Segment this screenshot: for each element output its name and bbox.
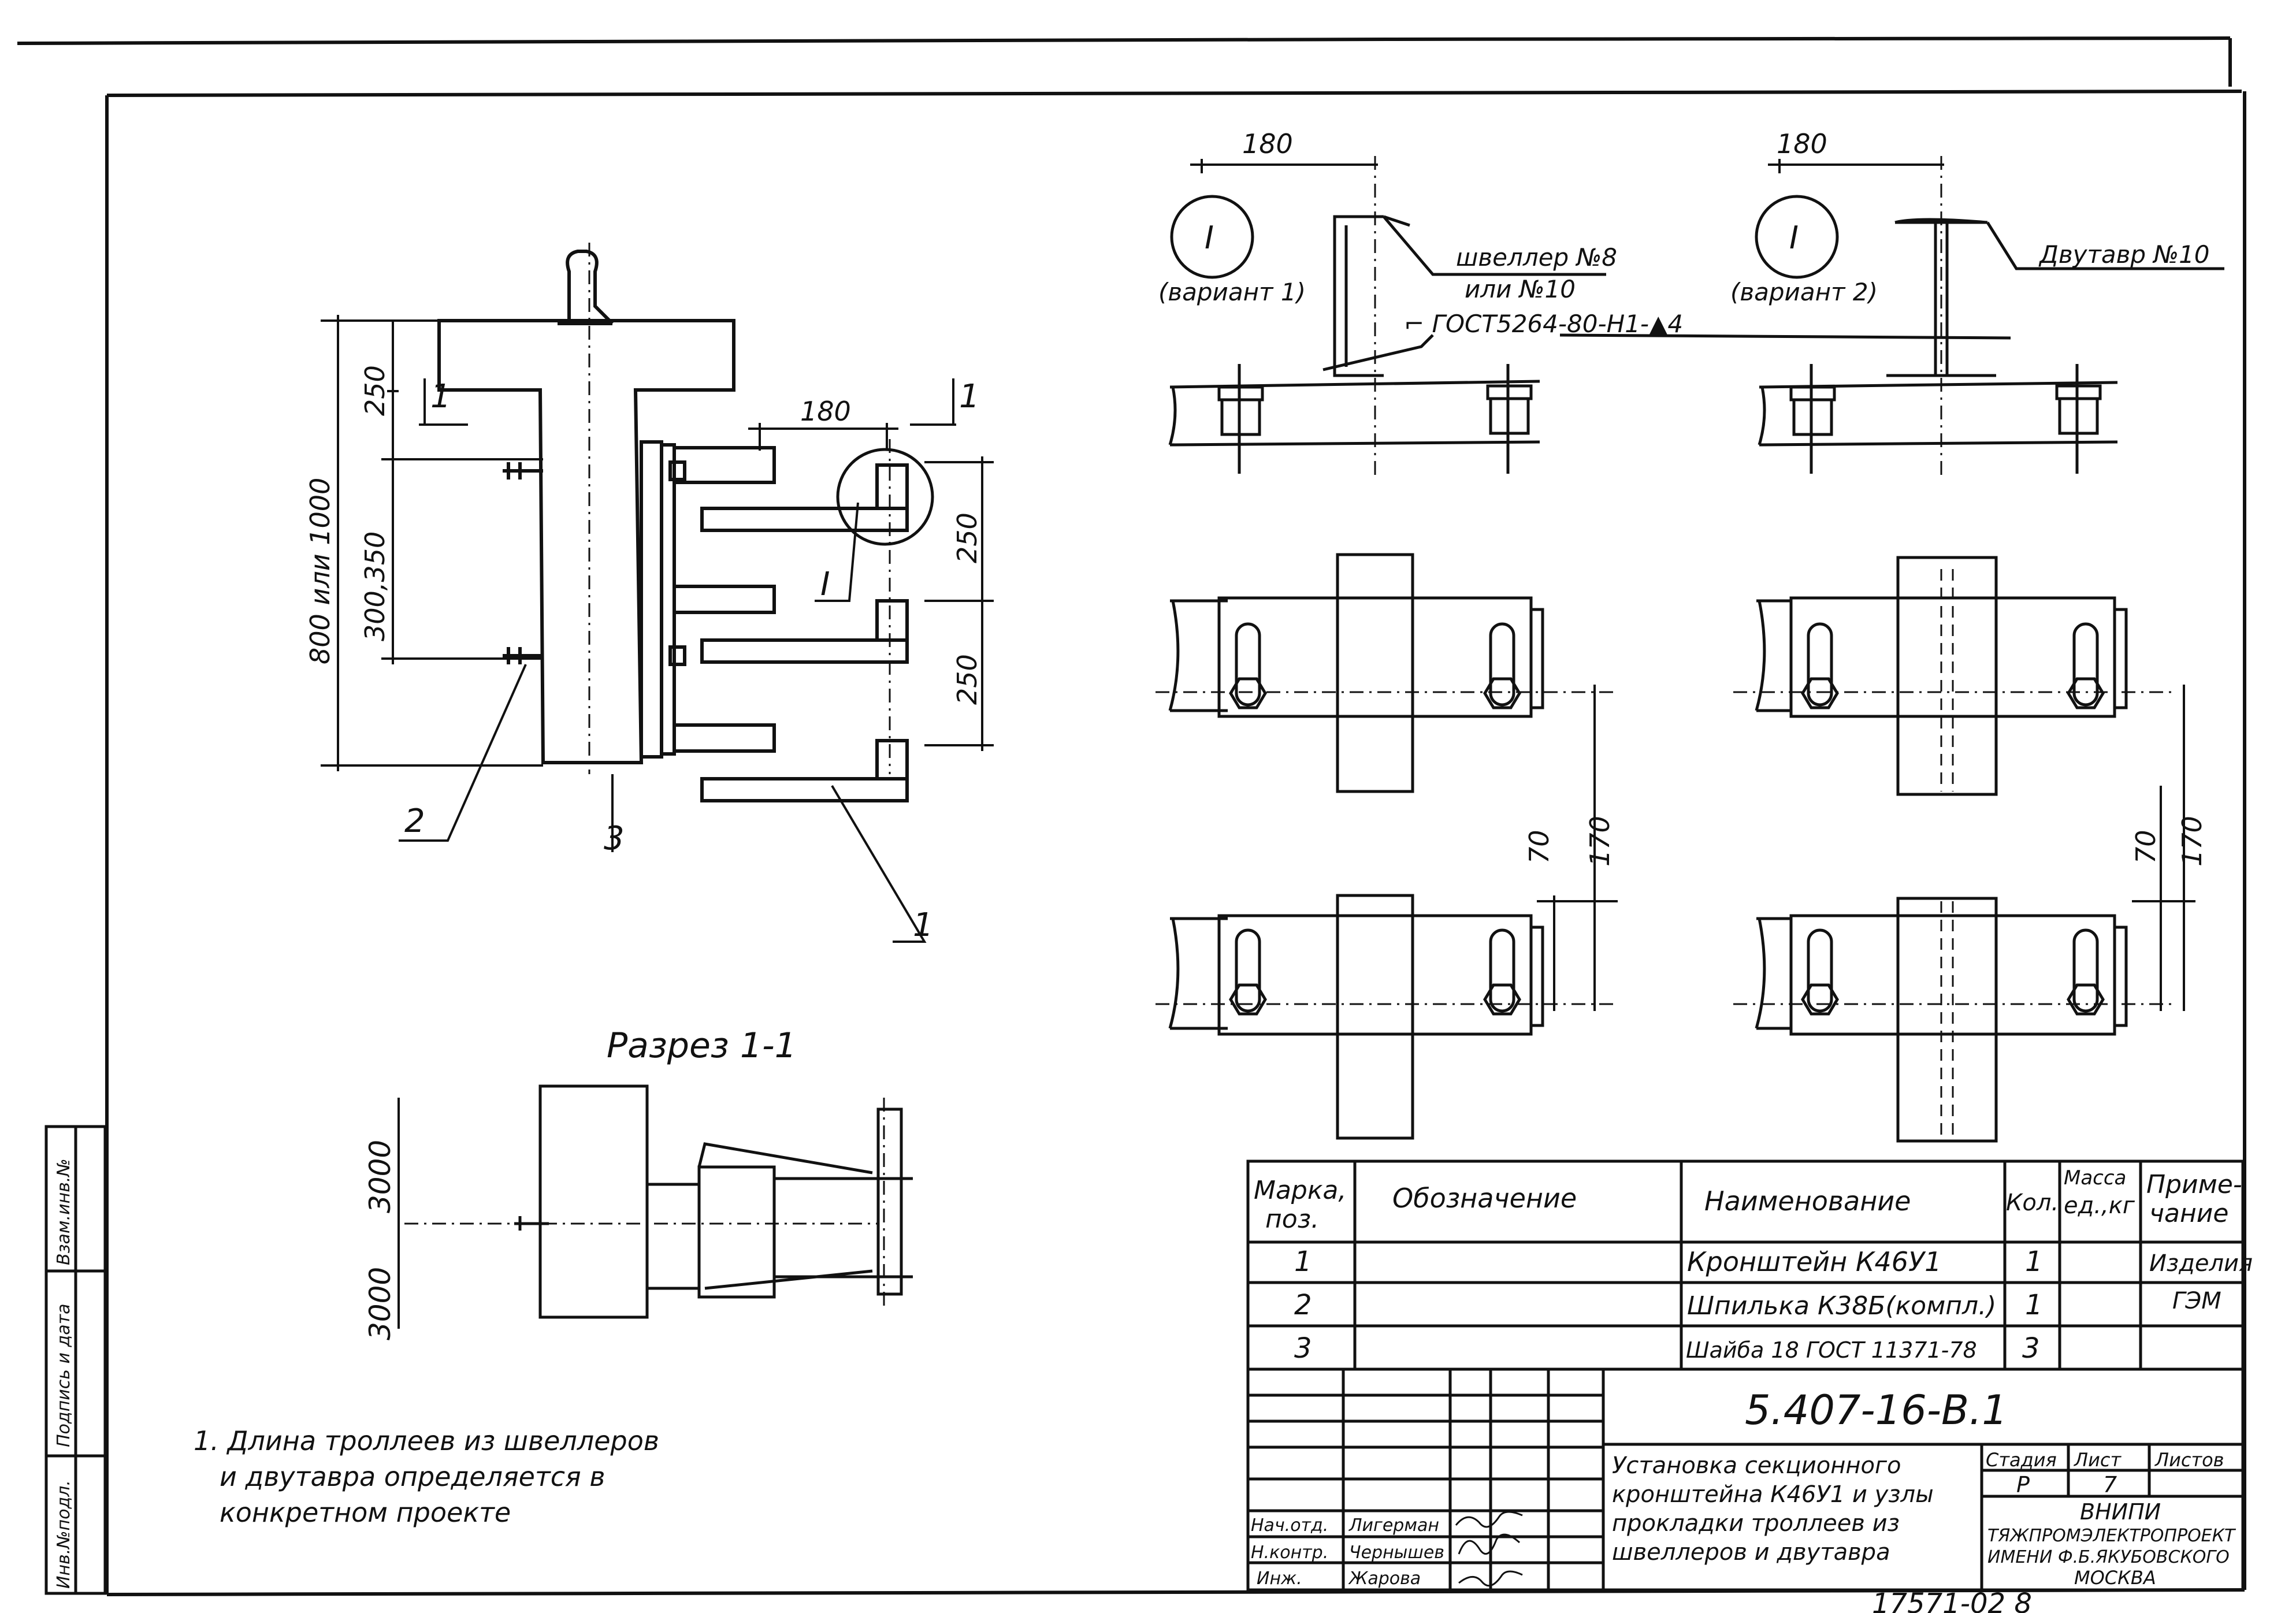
elevation-view: 1 1 250 300,350 800 или 1000 180 250 250… (304, 243, 994, 944)
staff-2-name: Чернышев (1349, 1543, 1444, 1563)
row-1-name: Кронштейн К46У1 (1687, 1246, 1941, 1277)
hdr-mark-1: Марка, (1254, 1176, 1346, 1205)
staff-3-name: Жарова (1348, 1569, 1421, 1589)
note-line-1: 1. Длина троллеев из швеллеров (194, 1425, 659, 1456)
detail-v2-mark: I (1789, 220, 1799, 256)
row-3-name: Шайба 18 ГОСТ 11371-78 (1686, 1337, 1977, 1363)
title-line-4: швеллеров и двутавра (1612, 1539, 1890, 1566)
detail-v1-dim-180: 180 (1242, 128, 1293, 159)
footer-number: 17571-02 8 (1872, 1588, 2032, 1613)
side-strip-sign-date: Подпись и дата (54, 1304, 74, 1448)
title-block: 5.407-16-В.1 Установка секционного кронш… (1246, 1367, 2245, 1592)
detail-v2-dim-180: 180 (1777, 128, 1827, 159)
position-2: 2 (404, 802, 425, 840)
dim-300-350: 300,350 (359, 532, 391, 641)
stage-label: Стадия (1986, 1449, 2057, 1471)
dim-250-upper: 250 (952, 512, 983, 563)
detail-v1-label-1: швеллер №8 (1456, 243, 1617, 272)
hdr-name: Наименование (1704, 1185, 1911, 1217)
staff-1-name: Лигерман (1348, 1515, 1439, 1536)
detail-callout-I: I (820, 566, 830, 603)
stage-value: Р (2016, 1472, 2030, 1497)
row-1-pos: 1 (1294, 1246, 1312, 1278)
staff-2-role: Н.контр. (1251, 1543, 1328, 1563)
section-mark-right: 1 (959, 378, 980, 415)
detail-v1-variant: (вариант 1) (1158, 278, 1306, 306)
side-strip-inv-repl: Взам.инв.№ (54, 1158, 74, 1265)
spec-table: Марка, поз. Обозначение Наименование Кол… (1246, 1159, 2253, 1371)
note-line-3: конкретном проекте (220, 1497, 511, 1528)
title-line-2: кронштейна К46У1 и узлы (1612, 1481, 1934, 1508)
general-note: 1. Длина троллеев из швеллеров и двутавр… (194, 1425, 659, 1528)
section-mark-left: 1 (430, 378, 451, 415)
side-strip: Взам.инв.№ Подпись и дата Инв.№подл. (44, 1125, 107, 1595)
plan-left-dim-70: 70 (1524, 830, 1555, 864)
position-1: 1 (913, 906, 934, 944)
detail-v1-mark: I (1205, 220, 1214, 256)
plan-left-dim-170: 170 (1584, 816, 1615, 867)
plan-right-dim-170: 170 (2176, 816, 2208, 867)
dim-180-arm: 180 (800, 396, 851, 427)
dim-800-or-1000: 800 или 1000 (304, 478, 336, 664)
detail-v1-label-3: ⌐ ГОСТ5264-80-Н1-▲4 (1404, 310, 1683, 338)
hdr-mass-1: Масса (2064, 1166, 2126, 1190)
hdr-designation: Обозначение (1392, 1183, 1577, 1214)
plan-right-dim-70: 70 (2130, 830, 2161, 864)
org-line-2: ТЯЖПРОМЭЛЕКТРОПРОЕКТ (1987, 1526, 2236, 1546)
dim-250-lower: 250 (952, 654, 983, 705)
detail-variant-2: 180 I (вариант 2) Двутавр №10 (1559, 128, 2224, 480)
title-line-1: Установка секционного (1612, 1452, 1901, 1479)
section-title: Разрез 1-1 (607, 1025, 797, 1066)
section-dim-3000-bottom: 3000 (363, 1267, 397, 1340)
row-2-pos: 2 (1294, 1289, 1312, 1321)
dim-250-head: 250 (359, 365, 391, 416)
section-1-1: Разрез 1-1 3000 3000 (363, 1025, 913, 1340)
position-3: 3 (604, 820, 625, 857)
title-line-3: прокладки троллеев из (1612, 1510, 1900, 1537)
detail-variant-1: 180 I (вариант 1) швеллер №8 или №10 ⌐ Г… (1158, 128, 1683, 480)
row-3-qty: 3 (2022, 1332, 2040, 1365)
hdr-qty: Кол. (2006, 1190, 2059, 1216)
note-line-2: и двутавра определяется в (220, 1461, 605, 1492)
org-line-3: ИМЕНИ Ф.Б.ЯКУБОВСКОГО (1987, 1547, 2230, 1567)
staff-1-role: Нач.отд. (1251, 1515, 1328, 1536)
detail-v2-variant: (вариант 2) (1730, 278, 1878, 306)
sheets-label: Листов (2154, 1449, 2224, 1471)
note-group-2: ГЭМ (2172, 1288, 2221, 1314)
section-dim-3000-top: 3000 (363, 1140, 397, 1213)
drawing-code: 5.407-16-В.1 (1745, 1387, 2008, 1434)
detail-v1-label-2: или №10 (1465, 275, 1576, 303)
org-line-4: МОСКВА (2074, 1567, 2156, 1589)
plan-views: 70 170 70 170 (1156, 553, 2208, 1143)
note-group-1: Изделия (2149, 1250, 2253, 1277)
staff-3-role: Инж. (1257, 1569, 1302, 1589)
hdr-note-1: Приме- (2146, 1170, 2242, 1199)
row-3-pos: 3 (1294, 1332, 1312, 1365)
signatures (1455, 1511, 1523, 1587)
hdr-mark-2: поз. (1265, 1205, 1319, 1234)
hdr-mass-2: ед.,кг (2064, 1192, 2135, 1219)
org-line-1: ВНИПИ (2080, 1499, 2161, 1525)
side-strip-inv-orig: Инв.№подл. (54, 1480, 74, 1589)
row-2-qty: 1 (2025, 1289, 2043, 1321)
hdr-note-2: чание (2149, 1199, 2228, 1228)
sheet-label: Лист (2074, 1449, 2122, 1471)
row-2-name: Шпилька К38Б(компл.) (1687, 1291, 1996, 1321)
row-1-qty: 1 (2025, 1246, 2043, 1278)
sheet-value: 7 (2103, 1472, 2117, 1497)
detail-v2-label: Двутавр №10 (2038, 240, 2210, 269)
